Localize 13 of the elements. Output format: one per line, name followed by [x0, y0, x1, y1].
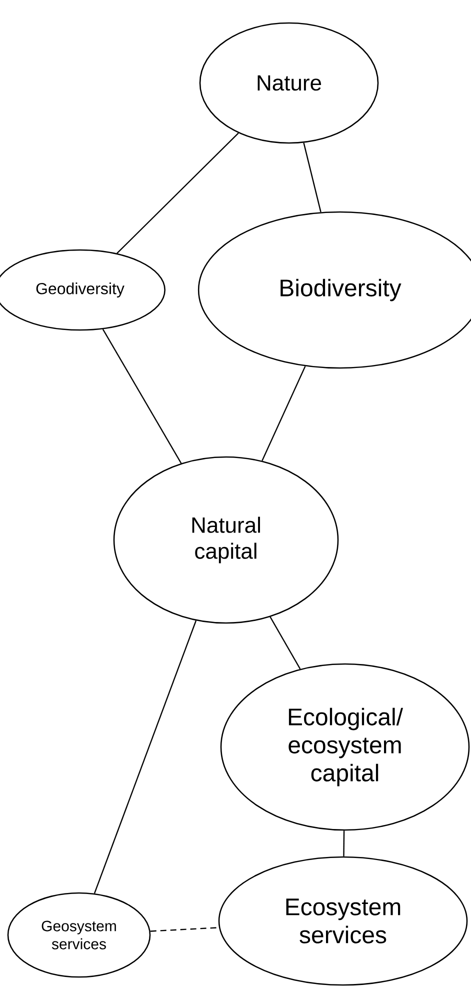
- connector-line: [116, 132, 239, 254]
- ellipse-node: Geosystem services: [7, 892, 151, 978]
- connector-line: [102, 328, 182, 464]
- connector-line: [94, 620, 197, 894]
- connector-line: [343, 830, 345, 856]
- ellipse-node: Nature: [199, 22, 379, 144]
- ellipse-node: Ecosystem services: [218, 856, 468, 986]
- ellipse-node: Ecological/ ecosystem capital: [220, 663, 470, 831]
- connector-line: [303, 142, 322, 212]
- connector-line: [270, 616, 301, 670]
- connector-line: [150, 926, 220, 932]
- connector-line: [262, 366, 306, 462]
- ellipse-node: Natural capital: [113, 456, 339, 624]
